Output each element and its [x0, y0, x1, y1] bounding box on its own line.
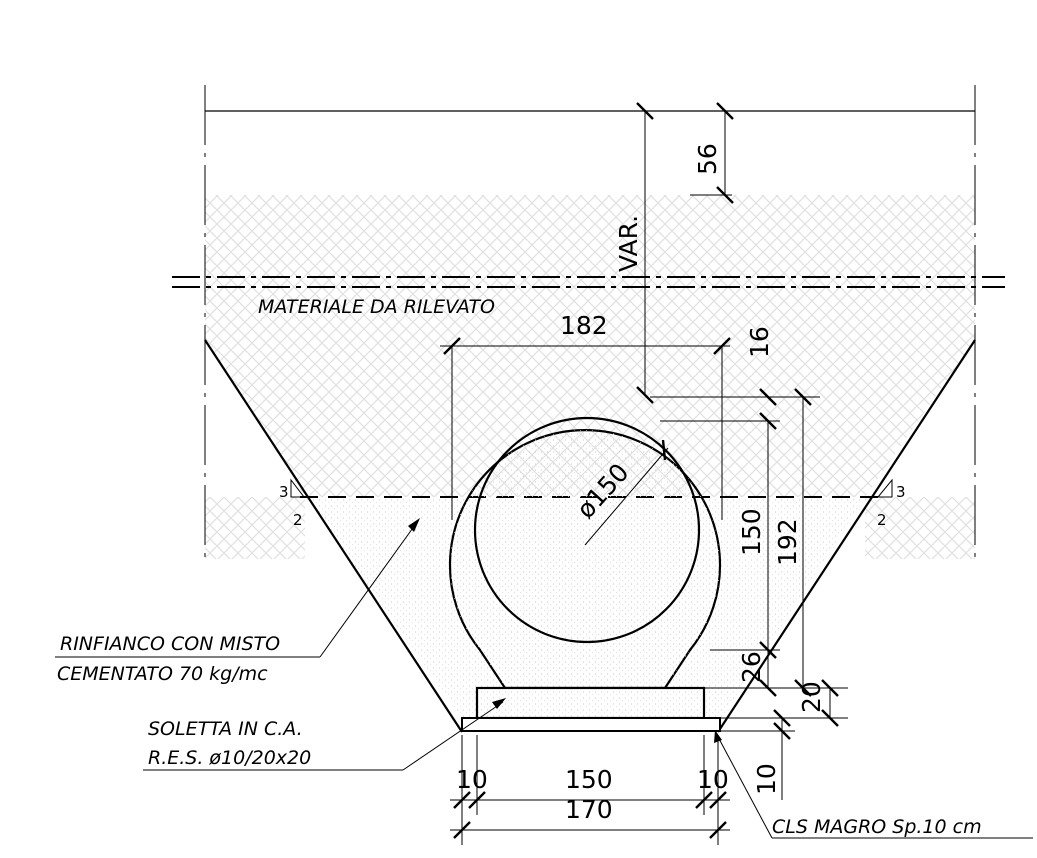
- dim-170-label: 170: [565, 795, 613, 824]
- tick: [716, 102, 734, 120]
- slope-triangle-left: [290, 478, 306, 498]
- tick: [636, 102, 654, 120]
- lean-concrete-layer: [461, 717, 721, 732]
- tick: [794, 679, 812, 697]
- dim-56-label: 56: [693, 143, 722, 175]
- leader-slab-diag: [402, 701, 504, 771]
- slope-triangle-right: [876, 478, 893, 498]
- arrow-head: [492, 698, 506, 709]
- tick: [443, 337, 461, 355]
- tick: [695, 791, 713, 809]
- dim-150h-label: 150: [565, 765, 613, 794]
- tick: [716, 186, 734, 204]
- backfill-area-upper-right: [865, 497, 975, 559]
- tick: [773, 709, 791, 727]
- label-slab-2: R.E.S. ø10/20x20: [148, 747, 311, 769]
- dim-20-label: 20: [797, 681, 826, 713]
- label-fill-material: MATERIALE DA RILEVATO: [258, 296, 495, 318]
- dim-10-left-label: 10: [456, 765, 488, 794]
- tick: [468, 791, 486, 809]
- label-lean-concrete: CLS MAGRO Sp.10 cm: [772, 816, 982, 838]
- tick: [709, 791, 727, 809]
- slope-left-run: 2: [293, 511, 303, 529]
- tick: [759, 388, 777, 406]
- trench-left-slope: [204, 339, 463, 733]
- tick: [759, 679, 777, 697]
- diameter-leader: [584, 447, 669, 546]
- dim-10-right-label: 10: [697, 765, 729, 794]
- slope-left-rise: 3: [279, 483, 289, 501]
- slope-right-rise: 3: [896, 483, 906, 501]
- dim-var-label: VAR.: [614, 215, 643, 272]
- tick: [453, 821, 471, 839]
- tick: [821, 679, 839, 697]
- dim-16-label: 16: [745, 326, 774, 358]
- backfill-area-upper: [205, 497, 305, 559]
- dim-10v-label: 10: [752, 763, 781, 795]
- tick: [821, 709, 839, 727]
- slope-right-run: 2: [877, 511, 887, 529]
- dim-150v-label: 150: [737, 508, 766, 556]
- leader-lean: [716, 734, 773, 839]
- tick: [709, 821, 727, 839]
- dim-182-label: 182: [560, 311, 608, 340]
- label-slab-1: SOLETTA IN C.A.: [148, 718, 303, 740]
- tick: [794, 388, 812, 406]
- tick: [713, 337, 731, 355]
- tick: [661, 439, 667, 461]
- arrow-head: [408, 518, 420, 532]
- trench-right-slope: [717, 339, 976, 733]
- label-backfill-2: CEMENTATO 70 kg/mc: [57, 663, 268, 685]
- label-backfill-1: RINFIANCO CON MISTO: [60, 633, 280, 655]
- tick: [636, 386, 654, 404]
- tick: [773, 722, 791, 740]
- leader-backfill-diag: [319, 524, 416, 658]
- slab-texture: [478, 689, 703, 717]
- dim-26-label: 26: [737, 651, 766, 683]
- tick: [453, 791, 471, 809]
- pipe-shell-texture: [450, 430, 720, 688]
- arrow-head: [714, 730, 722, 743]
- pipe-inner-bore: [473, 416, 701, 644]
- dim-192-label: 192: [773, 518, 802, 566]
